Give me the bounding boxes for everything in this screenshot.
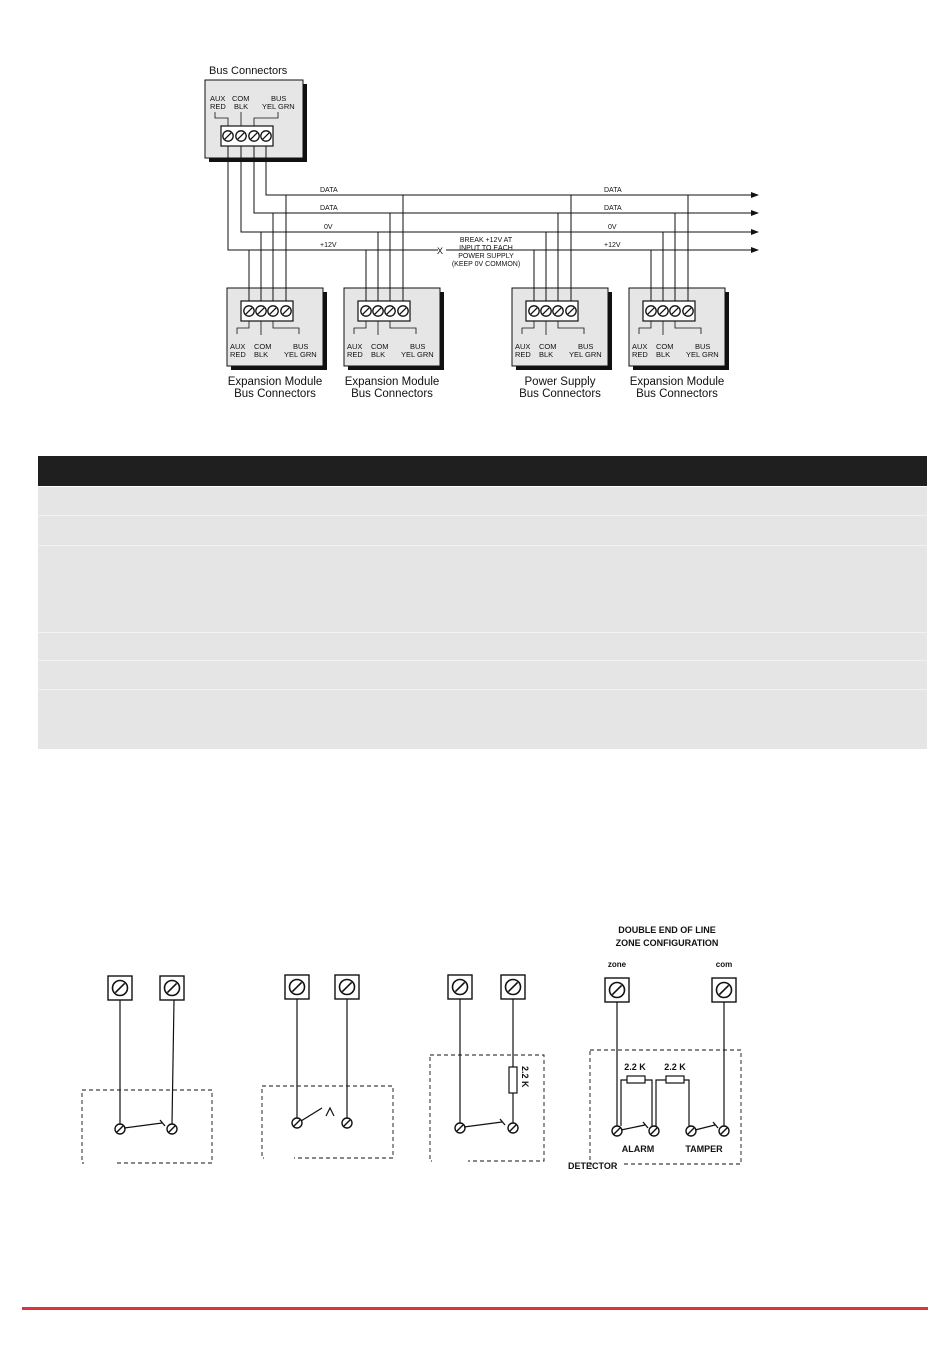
module-label-bus: BUS: [578, 342, 593, 351]
wire-label-12v: +12V: [320, 242, 337, 249]
module-label-com: COM: [539, 342, 557, 351]
alarm-label: ALARM: [622, 1144, 655, 1154]
main-bus-connector: Bus Connectors AUX RED COM BLK BUS YEL G…: [204, 65, 307, 162]
table-row: [38, 516, 927, 546]
module-label-red: RED: [230, 350, 246, 359]
tamper-label: TAMPER: [685, 1144, 723, 1154]
wire-label-data-2: DATA: [320, 205, 338, 212]
module-subtitle: Bus Connectors: [351, 388, 433, 400]
module-label-aux: AUX: [230, 342, 245, 351]
main-label-red: RED: [210, 102, 226, 111]
module-label-blk: BLK: [371, 350, 385, 359]
main-box-title: Bus Connectors: [209, 65, 288, 77]
deol-title-line-1: DOUBLE END OF LINE: [618, 925, 716, 935]
wire-label-0v: 0V: [324, 224, 333, 231]
break-note-line-3: POWER SUPPLY: [458, 253, 514, 260]
break-mark: X: [437, 246, 443, 256]
table-row: [38, 690, 927, 749]
module-label-bus: BUS: [410, 342, 425, 351]
zone-diagram-deol: DOUBLE END OF LINE ZONE CONFIGURATION zo…: [568, 925, 742, 1171]
module-title: Power Supply: [525, 376, 596, 388]
module-label-yelgrn: YEL GRN: [401, 350, 434, 359]
main-label-com: COM: [232, 94, 250, 103]
bus-wiring-diagram: Bus Connectors AUX RED COM BLK BUS YEL G…: [204, 65, 759, 400]
resistor-label-single: 2.2 K: [520, 1066, 530, 1088]
resistor-icon: [665, 1075, 685, 1084]
main-label-blk: BLK: [234, 102, 248, 111]
module-label-com: COM: [656, 342, 674, 351]
break-note-line-2: INPUT TO EACH: [459, 245, 513, 252]
module-title: Expansion Module: [345, 376, 440, 388]
zone-terminal-label: zone: [608, 960, 627, 969]
zone-diagram-no: [261, 974, 394, 1160]
module-label-com: COM: [254, 342, 272, 351]
wire-label-data-1: DATA: [320, 187, 338, 194]
module-label-yelgrn: YEL GRN: [569, 350, 602, 359]
resistor-label-b: 2.2 K: [664, 1062, 686, 1072]
wire-label-data-2-right: DATA: [604, 205, 622, 212]
break-note: BREAK +12V AT INPUT TO EACH POWER SUPPLY…: [452, 237, 520, 268]
module-label-bus: BUS: [293, 342, 308, 351]
module-label-blk: BLK: [539, 350, 553, 359]
footer-accent-line: [22, 1307, 928, 1310]
module-title: Expansion Module: [630, 376, 725, 388]
table-row: [38, 546, 927, 633]
module-subtitle: Bus Connectors: [636, 388, 718, 400]
break-note-line-4: (KEEP 0V COMMON): [452, 261, 520, 268]
zone-diagram-eol: 2.2 K: [429, 974, 545, 1163]
module-label-red: RED: [515, 350, 531, 359]
wire-label-data-1-right: DATA: [604, 187, 622, 194]
zone-diagram-nc: [81, 975, 213, 1165]
module-label-com: COM: [371, 342, 389, 351]
table-header: [38, 456, 927, 486]
detector-label: DETECTOR: [568, 1161, 618, 1171]
wire-label-12v-right: +12V: [604, 242, 621, 249]
table-row: [38, 661, 927, 690]
module-label-blk: BLK: [656, 350, 670, 359]
table-row: [38, 487, 927, 516]
module-label-aux: AUX: [347, 342, 362, 351]
module-label-red: RED: [347, 350, 363, 359]
module-subtitle: Bus Connectors: [519, 388, 601, 400]
table-row: [38, 633, 927, 661]
main-label-bus: BUS: [271, 94, 286, 103]
resistor-icon: [626, 1075, 646, 1084]
module-label-yelgrn: YEL GRN: [284, 350, 317, 359]
resistor-icon: [508, 1066, 518, 1094]
main-label-yelgrn: YEL GRN: [262, 102, 295, 111]
com-terminal-label: com: [716, 960, 732, 969]
module-label-aux: AUX: [632, 342, 647, 351]
module-label-blk: BLK: [254, 350, 268, 359]
main-label-aux: AUX: [210, 94, 225, 103]
wire-label-0v-right: 0V: [608, 224, 617, 231]
deol-title-line-2: ZONE CONFIGURATION: [616, 938, 719, 948]
module-subtitle: Bus Connectors: [234, 388, 316, 400]
module-label-aux: AUX: [515, 342, 530, 351]
break-note-line-1: BREAK +12V AT: [460, 237, 513, 244]
bus-lines: [227, 146, 759, 253]
module-label-yelgrn: YEL GRN: [686, 350, 719, 359]
module-label-red: RED: [632, 350, 648, 359]
module-label-bus: BUS: [695, 342, 710, 351]
resistor-label-a: 2.2 K: [624, 1062, 646, 1072]
module-title: Expansion Module: [228, 376, 323, 388]
